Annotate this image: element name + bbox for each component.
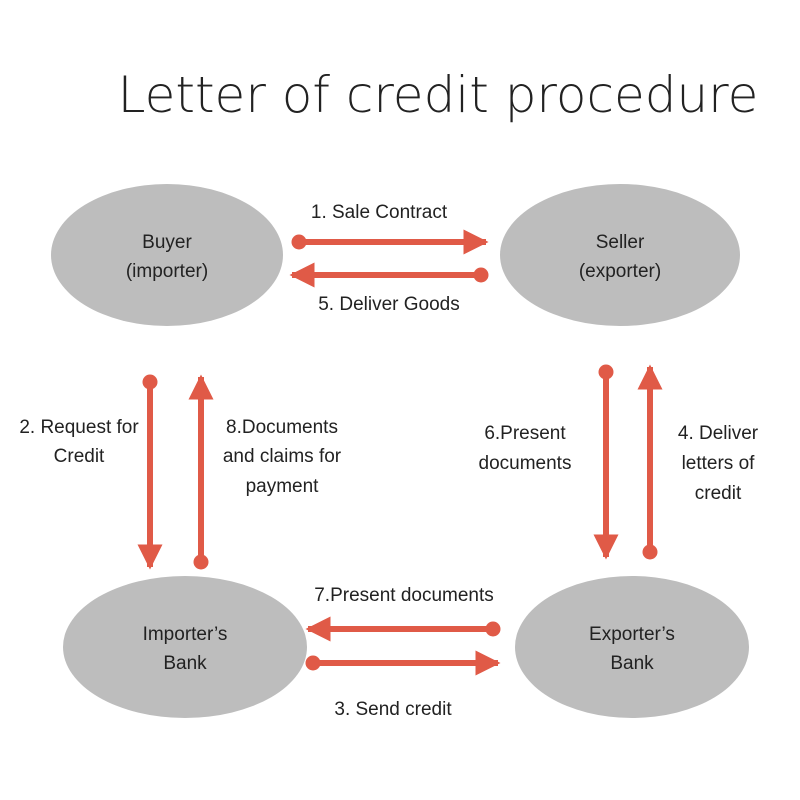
seller-ellipse: [500, 184, 740, 326]
label-request-credit: 2. Request for Credit: [19, 417, 139, 467]
buyer-label-line2: (importer): [126, 261, 208, 282]
seller-label-line1: Seller: [596, 232, 645, 253]
label-documents-claims-line2: and claims for: [223, 446, 342, 467]
label-deliver-goods-line1: 5. Deliver Goods: [318, 294, 460, 315]
label-documents-claims-line1: 8.Documents: [226, 417, 338, 438]
label-deliver-goods: 5. Deliver Goods: [318, 294, 460, 315]
exporters-bank-node: Exporter’s Bank: [515, 576, 749, 718]
importers-bank-node: Importer’s Bank: [63, 576, 307, 718]
label-present-documents-seller-line2: documents: [479, 453, 572, 474]
arrow-send-credit: [305, 650, 501, 676]
label-present-documents-seller-line1: 6.Present: [484, 423, 566, 444]
label-present-documents-bank: 7.Present documents: [314, 585, 494, 606]
arrow-sale-contract: [291, 229, 489, 255]
exporters-bank-ellipse: [515, 576, 749, 718]
label-sale-contract: 1. Sale Contract: [311, 202, 448, 223]
label-deliver-letters-line2: letters of: [682, 453, 756, 474]
label-deliver-letters-line3: credit: [695, 483, 742, 504]
arrow-deliver-letters: [637, 364, 663, 560]
label-request-credit-line1: 2. Request for: [19, 417, 139, 438]
diagram-title: Letter of credit procedure: [118, 66, 759, 124]
exporters-bank-label-line2: Bank: [610, 653, 654, 674]
label-deliver-letters-line1: 4. Deliver: [678, 423, 759, 444]
label-sale-contract-line1: 1. Sale Contract: [311, 202, 448, 223]
seller-node: Seller (exporter): [500, 184, 740, 326]
importers-bank-ellipse: [63, 576, 307, 718]
label-present-documents-bank-line1: 7.Present documents: [314, 585, 494, 606]
label-request-credit-line2: Credit: [54, 446, 105, 467]
seller-label-line2: (exporter): [579, 261, 661, 282]
exporters-bank-label-line1: Exporter’s: [589, 624, 675, 645]
label-documents-claims-line3: payment: [246, 476, 320, 497]
arrow-present-documents-bank: [305, 616, 501, 642]
label-send-credit-line1: 3. Send credit: [334, 699, 452, 720]
label-send-credit: 3. Send credit: [334, 699, 452, 720]
buyer-label-line1: Buyer: [142, 232, 192, 253]
label-documents-claims: 8.Documents and claims for payment: [223, 417, 342, 497]
label-present-documents-seller: 6.Present documents: [479, 423, 572, 474]
importers-bank-label-line1: Importer’s: [143, 624, 228, 645]
arrow-present-documents-seller: [593, 364, 619, 560]
buyer-node: Buyer (importer): [51, 184, 283, 326]
buyer-ellipse: [51, 184, 283, 326]
arrow-deliver-goods: [289, 262, 489, 288]
importers-bank-label-line2: Bank: [163, 653, 207, 674]
arrow-request-credit: [137, 374, 163, 570]
label-deliver-letters: 4. Deliver letters of credit: [678, 423, 759, 504]
arrow-documents-claims: [188, 374, 214, 570]
